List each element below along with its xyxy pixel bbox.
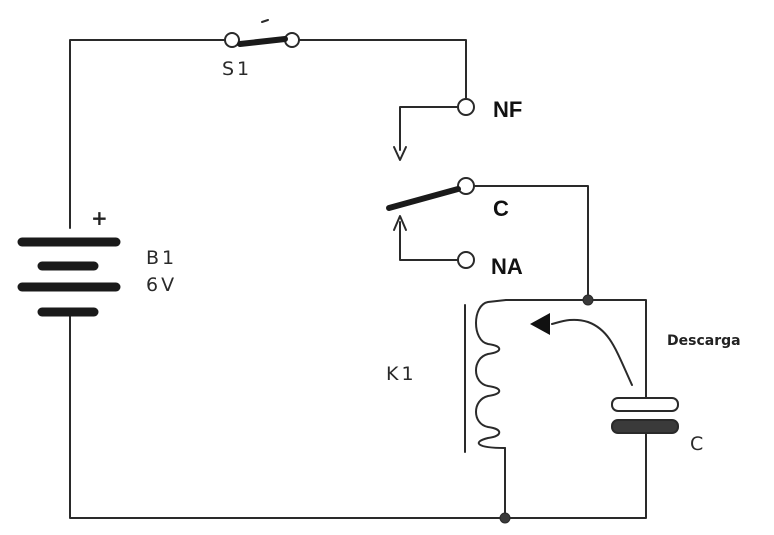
capacitor-plate-top [611,397,679,412]
wire-top-left [69,39,233,229]
wiring [69,39,647,519]
na-stop-arrow [393,215,407,231]
wire-na-stop [399,221,459,261]
relay-terminal-common [457,177,475,195]
capacitor-label: C [690,433,706,455]
relay-terminal-na [457,251,475,269]
wire-nf-stop [399,106,459,151]
relay-coil-k1: K1 [386,299,507,453]
coil-winding [475,299,507,449]
relay-na-label: NA [491,254,523,279]
discharge-arrow-head [530,313,550,335]
switch-label: S1 [222,58,252,80]
battery-name-label: B1 [146,247,177,269]
switch-tick [261,19,269,23]
relay-terminal-nf [457,98,475,116]
switch-blade [237,36,288,47]
relay-nf-label: NF [493,97,522,122]
capacitor-plate-bottom [611,419,679,434]
relay-armature [386,186,461,211]
nf-stop-arrow [393,146,407,161]
battery-voltage-label: 6V [146,274,177,296]
junctions [499,294,594,524]
coil-label: K1 [386,363,417,385]
switch-terminal-left [224,32,240,48]
discharge-path: Descarga [530,313,741,386]
relay-common-label: C [493,196,509,221]
discharge-label: Descarga [667,333,741,349]
wire-top-right [291,39,467,101]
junction-bottom [499,512,511,524]
wire-left-bottom [69,311,647,519]
wire-junction-right [505,299,647,403]
battery-plus-sign: + [91,206,108,230]
relay-contacts: NF C NA [386,97,523,279]
wire-common [471,185,589,301]
switch-s1: S1 [222,19,300,80]
battery-b1: + B1 6V [17,206,177,317]
capacitor-c: C [611,397,706,455]
discharge-curve [551,318,633,386]
junction-right [582,294,594,306]
